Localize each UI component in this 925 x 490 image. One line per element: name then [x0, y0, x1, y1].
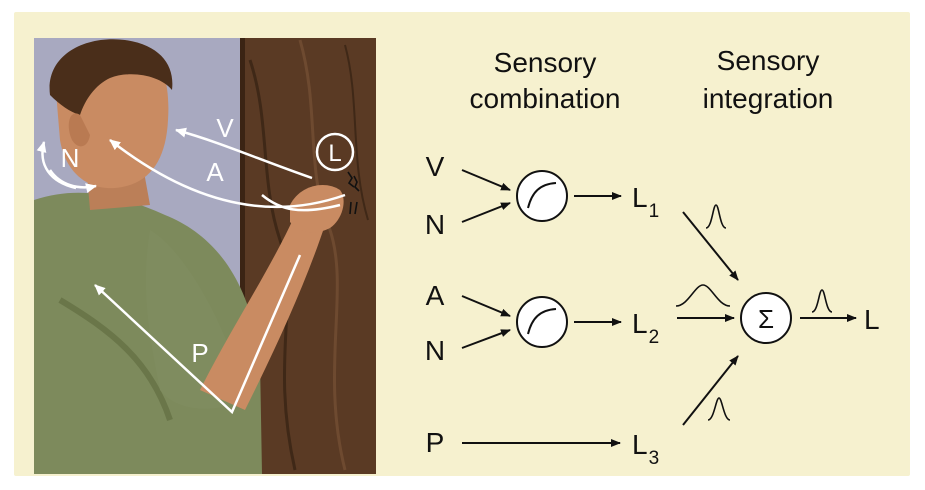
nonlinearity-curve-icon	[527, 308, 557, 335]
combiner-node-1	[516, 170, 568, 222]
input-arrows	[461, 169, 621, 447]
illustration-labels: V A N P L	[61, 113, 342, 368]
combined-distribution-icon	[811, 289, 833, 313]
illustration-cue-arrows	[36, 127, 360, 415]
source-circle	[315, 132, 355, 172]
heading-integration-line2: integration	[703, 83, 834, 114]
input-label-n-top: N	[425, 209, 445, 240]
combiner-output-arrows	[574, 192, 622, 326]
narrow-distribution-icon	[705, 204, 727, 229]
input-labels: V N A N P	[425, 151, 445, 458]
cue-label-p: P	[191, 338, 208, 368]
intermediate-estimates: L1 L2 L3	[632, 182, 659, 469]
auditory-cue-arrow-tail	[261, 194, 341, 212]
input-label-p: P	[426, 427, 445, 458]
arrow-n-to-combiner2	[461, 329, 511, 349]
arrow-l1-to-sum	[682, 211, 739, 281]
combiner-node-2	[516, 296, 568, 348]
input-label-a: A	[426, 280, 445, 311]
integration-arrows	[677, 211, 857, 426]
source-label-l: L	[328, 140, 341, 167]
arrow-a-to-combiner2	[461, 295, 511, 317]
arrow-n-to-combiner1	[461, 202, 511, 223]
heading-integration-line1: Sensory	[717, 45, 820, 76]
cue-label-n: N	[61, 143, 80, 173]
proprioceptive-cue-arrow	[94, 254, 302, 415]
estimate-l3: L3	[632, 429, 659, 469]
forearm	[200, 215, 325, 410]
cue-label-v: V	[216, 113, 234, 143]
arrow-l3-to-sum	[682, 355, 739, 426]
cue-label-a: A	[206, 157, 224, 187]
person-illustration	[34, 38, 376, 474]
wide-distribution-icon	[675, 284, 731, 307]
input-label-v: V	[426, 151, 445, 182]
final-estimate-l: L	[864, 304, 880, 335]
ear	[68, 113, 90, 147]
visual-cue-arrow	[175, 127, 313, 180]
distribution-icons	[675, 204, 833, 421]
heading-combination-line2: combination	[470, 83, 621, 114]
estimate-l2: L2	[632, 308, 659, 348]
sound-wave-icon	[347, 171, 355, 188]
estimate-l1: L1	[632, 182, 659, 222]
wooden-board	[240, 38, 376, 474]
sum-symbol: Σ	[758, 304, 774, 334]
hair	[49, 39, 173, 116]
arrow-v-to-combiner1	[461, 169, 511, 191]
auditory-cue-arrow	[109, 139, 346, 209]
heading-combination-line1: Sensory	[494, 47, 597, 78]
input-label-n-bottom: N	[425, 335, 445, 366]
nonlinearity-curve-icon	[527, 182, 557, 209]
sum-node: Σ	[740, 292, 792, 344]
neck-cue-arrow-side	[48, 169, 97, 194]
medium-distribution-icon	[707, 397, 731, 421]
column-headings: Sensory combination Sensory integration	[470, 45, 834, 114]
